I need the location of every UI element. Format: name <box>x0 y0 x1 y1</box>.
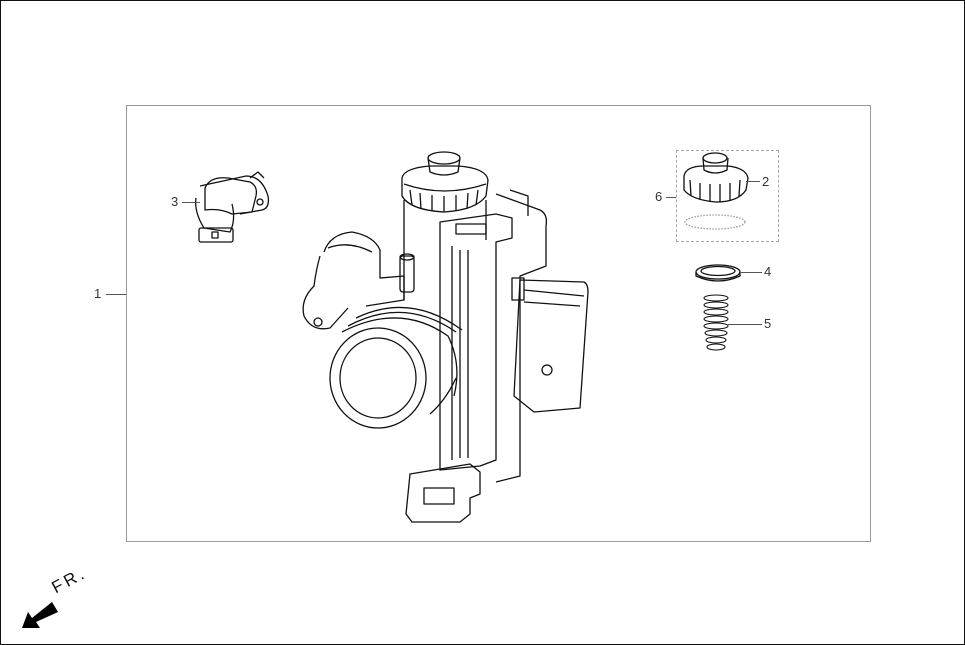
leader-line-2 <box>746 181 760 182</box>
leader-line-1 <box>106 294 126 295</box>
callout-2: 2 <box>762 174 770 189</box>
leader-line-5 <box>728 324 762 325</box>
ring-part-icon <box>695 264 741 282</box>
throttle-body-icon <box>302 151 589 523</box>
cap-kit-group-box <box>676 150 779 242</box>
sensor-part-icon <box>195 171 270 243</box>
cap-part-icon <box>683 152 749 230</box>
leader-line-3 <box>182 202 200 203</box>
callout-4: 4 <box>764 264 772 279</box>
callout-1: 1 <box>94 286 102 301</box>
callout-5: 5 <box>764 316 772 331</box>
assembly-group-box <box>126 105 871 542</box>
callout-6: 6 <box>655 189 663 204</box>
arrow-down-left-icon <box>22 602 58 628</box>
leader-line-6 <box>666 197 676 198</box>
callout-3: 3 <box>171 194 179 209</box>
spring-part-icon <box>703 294 729 351</box>
leader-line-4 <box>740 272 762 273</box>
